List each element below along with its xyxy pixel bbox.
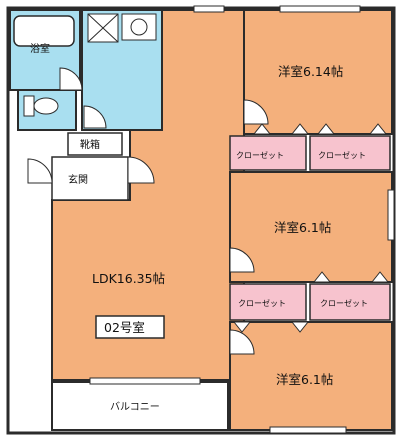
western-room-2-label: 洋室6.1帖 — [274, 220, 331, 235]
bathtub — [13, 15, 75, 47]
door-swing-western2 — [229, 247, 255, 273]
closet-1-label: クローゼット — [236, 150, 284, 160]
entrance-area — [51, 156, 129, 201]
unit-box — [95, 315, 165, 339]
unit-label: 02号室 — [104, 320, 145, 335]
closet-1 — [229, 135, 307, 171]
door-swing-outer — [27, 158, 53, 184]
closet-door-marks — [232, 123, 390, 333]
shoe-box — [67, 132, 123, 156]
ldk-label: LDK16.35帖 — [92, 271, 165, 286]
vanity-sink — [130, 18, 148, 36]
toilet-tank — [23, 95, 35, 117]
toilet-bowl — [33, 97, 59, 115]
balcony-label: バルコニー — [110, 401, 160, 413]
western-room-2 — [229, 171, 393, 283]
window-top-2 — [279, 5, 361, 13]
window-top-1 — [193, 5, 225, 13]
western-room-1-label: 洋室6.14帖 — [278, 64, 343, 79]
door-swing-western1 — [243, 99, 269, 125]
western-room-1 — [243, 9, 393, 135]
washer-cross-2 — [87, 13, 119, 43]
closet-3 — [229, 283, 307, 321]
bath-label: 浴室 — [30, 42, 50, 55]
door-swing-toilet — [83, 105, 107, 129]
shoe-box-label: 靴箱 — [80, 138, 100, 151]
door-swing-western3 — [229, 329, 255, 355]
entrance-label: 玄関 — [68, 173, 88, 186]
closet-2-label: クローゼット — [318, 150, 366, 160]
door-swing-bath — [59, 67, 83, 91]
closet-4 — [309, 283, 391, 321]
window-bottom-1 — [269, 426, 347, 434]
window-balcony — [89, 377, 201, 385]
window-right-1 — [387, 189, 395, 241]
closet-2 — [309, 135, 391, 171]
closet-4-label: クローゼット — [320, 298, 368, 308]
western-room-3-label: 洋室6.1帖 — [276, 372, 333, 387]
western-room-3 — [229, 321, 393, 431]
closet-3-label: クローゼット — [238, 298, 286, 308]
balcony — [51, 381, 229, 431]
door-swing-entrance — [127, 156, 155, 184]
